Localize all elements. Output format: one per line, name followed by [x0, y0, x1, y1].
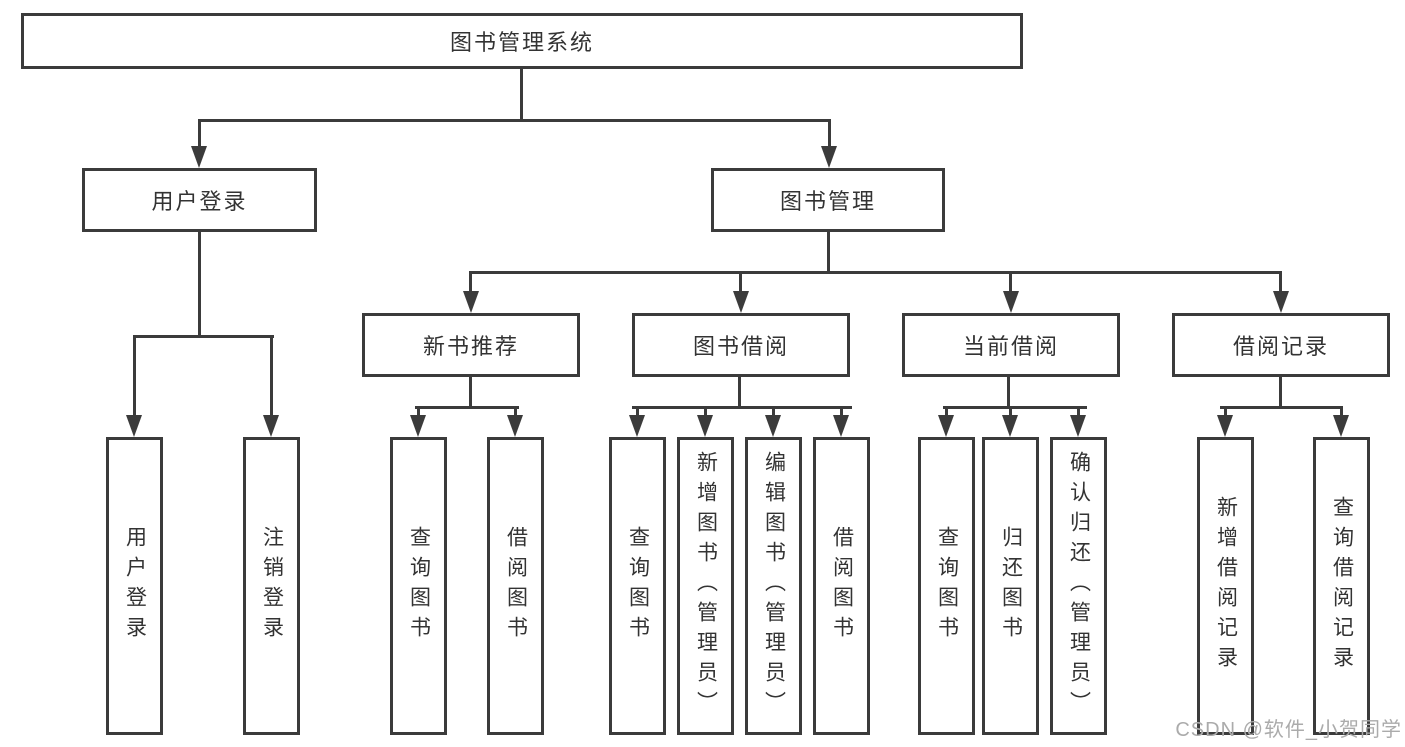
connector-line: [469, 377, 472, 409]
arrow-down-icon: [1273, 291, 1289, 313]
connector-line: [1007, 377, 1010, 409]
connector-line: [1279, 377, 1282, 409]
connector-line: [1340, 406, 1343, 417]
arrow-down-icon: [629, 415, 645, 437]
connector-line: [520, 69, 523, 122]
leaf-borrow-add-book-admin: 新增图书（管理员）: [677, 437, 734, 735]
leaf-current-return-book: 归还图书: [982, 437, 1039, 735]
arrow-down-icon: [833, 415, 849, 437]
connector-line: [1220, 406, 1343, 409]
connector-line: [1009, 271, 1012, 293]
leaf-borrow-query-book: 查询图书: [609, 437, 666, 735]
connector-line: [469, 271, 472, 293]
node-book-management: 图书管理: [711, 168, 945, 232]
node-book-borrow: 图书借阅: [632, 313, 850, 377]
connector-line: [417, 406, 420, 417]
arrow-down-icon: [733, 291, 749, 313]
leaf-borrow-edit-book-admin: 编辑图书（管理员）: [745, 437, 802, 735]
leaf-borrow-borrow-book: 借阅图书: [813, 437, 870, 735]
node-user-login: 用户登录: [82, 168, 317, 232]
connector-line: [1077, 406, 1080, 417]
connector-line: [632, 406, 852, 409]
arrow-down-icon: [410, 415, 426, 437]
connector-line: [945, 406, 948, 417]
leaf-logout: 注销登录: [243, 437, 300, 735]
leaf-query-borrow-record: 查询借阅记录: [1313, 437, 1370, 735]
connector-line: [636, 406, 639, 417]
leaf-add-borrow-record: 新增借阅记录: [1197, 437, 1254, 735]
arrow-down-icon: [938, 415, 954, 437]
connector-line: [738, 377, 741, 409]
connector-line: [1279, 271, 1282, 293]
leaf-current-query-book: 查询图书: [918, 437, 975, 735]
connector-line: [828, 119, 831, 149]
connector-line: [943, 406, 1087, 409]
arrow-down-icon: [126, 415, 142, 437]
connector-line: [704, 406, 707, 417]
arrow-down-icon: [463, 291, 479, 313]
arrow-down-icon: [507, 415, 523, 437]
connector-line: [840, 406, 843, 417]
node-current-borrow: 当前借阅: [902, 313, 1120, 377]
connector-line: [514, 406, 517, 417]
arrow-down-icon: [263, 415, 279, 437]
node-borrow-records: 借阅记录: [1172, 313, 1390, 377]
connector-line: [772, 406, 775, 417]
arrow-down-icon: [1333, 415, 1349, 437]
arrow-down-icon: [191, 146, 207, 168]
connector-line: [1224, 406, 1227, 417]
connector-line: [739, 271, 742, 293]
arrow-down-icon: [1217, 415, 1233, 437]
connector-line: [470, 271, 1282, 274]
arrow-down-icon: [821, 146, 837, 168]
arrow-down-icon: [765, 415, 781, 437]
leaf-recommend-borrow-book: 借阅图书: [487, 437, 544, 735]
arrow-down-icon: [697, 415, 713, 437]
connector-line: [133, 335, 136, 417]
node-root-system: 图书管理系统: [21, 13, 1023, 69]
leaf-recommend-query-book: 查询图书: [390, 437, 447, 735]
connector-line: [198, 232, 201, 338]
watermark: CSDN @软件_小贺同学: [1175, 719, 1402, 741]
connector-line: [415, 406, 519, 409]
leaf-current-confirm-return-admin: 确认归还（管理员）: [1050, 437, 1107, 735]
arrow-down-icon: [1002, 415, 1018, 437]
connector-line: [827, 232, 830, 274]
leaf-user-login: 用户登录: [106, 437, 163, 735]
arrow-down-icon: [1003, 291, 1019, 313]
connector-line: [198, 119, 201, 149]
connector-line: [1009, 406, 1012, 417]
node-new-book-recommend: 新书推荐: [362, 313, 580, 377]
connector-line: [270, 335, 273, 417]
arrow-down-icon: [1070, 415, 1086, 437]
connector-line: [133, 335, 274, 338]
connector-line: [198, 119, 831, 122]
